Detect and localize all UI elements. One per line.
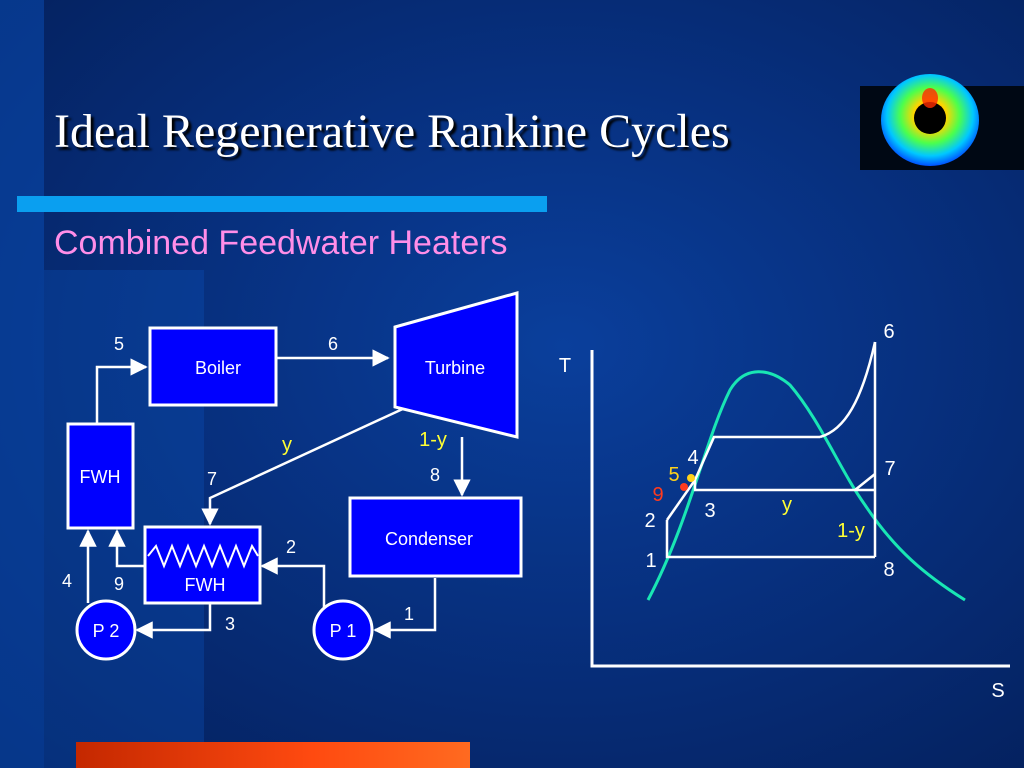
schematic-state-2: 2 xyxy=(286,537,296,557)
schematic-fraction-y: y xyxy=(282,434,292,456)
ts-label-6: 6 xyxy=(883,321,894,343)
ts-fraction-1-y: 1-y xyxy=(837,520,865,542)
boiler-label: Boiler xyxy=(195,358,241,378)
pipe-fwh-to-p2 xyxy=(135,603,212,639)
turbine-shape xyxy=(393,291,519,439)
ts-line-7-bleed xyxy=(854,473,876,491)
schematic-state-6: 6 xyxy=(328,334,338,354)
slide-title: Ideal Regenerative Rankine Cycles xyxy=(54,105,730,158)
schematic-state-9: 9 xyxy=(114,574,124,594)
boiler-box xyxy=(148,326,278,407)
heat-exchanger-coil-icon xyxy=(147,543,259,569)
schematic-fraction-1-y: 1-y xyxy=(419,429,447,451)
ts-label-9: 9 xyxy=(652,484,663,506)
ts-line-superheat xyxy=(819,341,877,439)
ts-axis-s-label: S xyxy=(991,680,1004,702)
slide-subtitle: Combined Feedwater Heaters xyxy=(54,224,508,262)
ts-label-3: 3 xyxy=(704,500,715,522)
footer-accent-bar xyxy=(76,742,470,768)
ts-axis-t-label: T xyxy=(559,355,571,377)
pump-1-circle xyxy=(312,599,374,661)
pump-1-label: P 1 xyxy=(330,621,357,641)
pipe-bleed-to-fwh xyxy=(201,405,408,526)
schematic-state-1: 1 xyxy=(404,604,414,624)
schematic-state-7: 7 xyxy=(207,469,217,489)
ts-fraction-y: y xyxy=(782,494,792,516)
ts-label-4: 4 xyxy=(687,447,698,469)
condenser-box xyxy=(348,496,523,578)
schematic-state-8: 8 xyxy=(430,465,440,485)
schematic-state-4: 4 xyxy=(62,571,72,591)
ts-line-2-to-3 xyxy=(665,479,697,521)
turbine-label: Turbine xyxy=(425,358,485,378)
ts-point-9-dot xyxy=(680,483,688,491)
logo-icon xyxy=(881,74,979,166)
schematic-state-3: 3 xyxy=(225,614,235,634)
pipe-fwh-to-boiler xyxy=(95,358,148,424)
schematic-state-5: 5 xyxy=(114,334,124,354)
open-fwh-label: FWH xyxy=(80,467,121,487)
ts-label-8: 8 xyxy=(883,559,894,581)
ts-line-4-to-boil xyxy=(693,435,820,481)
pipe-condenser-to-p1 xyxy=(373,578,437,639)
ts-line-1-to-8 xyxy=(665,520,875,559)
pump-2-circle xyxy=(75,599,137,661)
ts-line-3-to-7 xyxy=(693,480,875,492)
pipe-p1-to-fwh xyxy=(260,557,326,607)
pump-2-label: P 2 xyxy=(93,621,120,641)
pipe-drain-to-fwh xyxy=(108,529,145,568)
ts-label-7: 7 xyxy=(884,458,895,480)
ts-axes xyxy=(590,350,1010,668)
background-strip xyxy=(0,0,44,768)
condenser-label: Condenser xyxy=(385,529,473,549)
ts-label-5: 5 xyxy=(668,464,679,486)
open-fwh-box xyxy=(66,422,135,530)
ts-point-5-dot xyxy=(687,474,695,482)
ts-label-2: 2 xyxy=(644,510,655,532)
title-underline xyxy=(17,196,547,212)
schematic-pipes xyxy=(79,349,471,639)
ts-cycle-lines xyxy=(665,341,877,559)
ts-label-1: 1 xyxy=(645,550,656,572)
closed-fwh-label: FWH xyxy=(185,575,226,595)
